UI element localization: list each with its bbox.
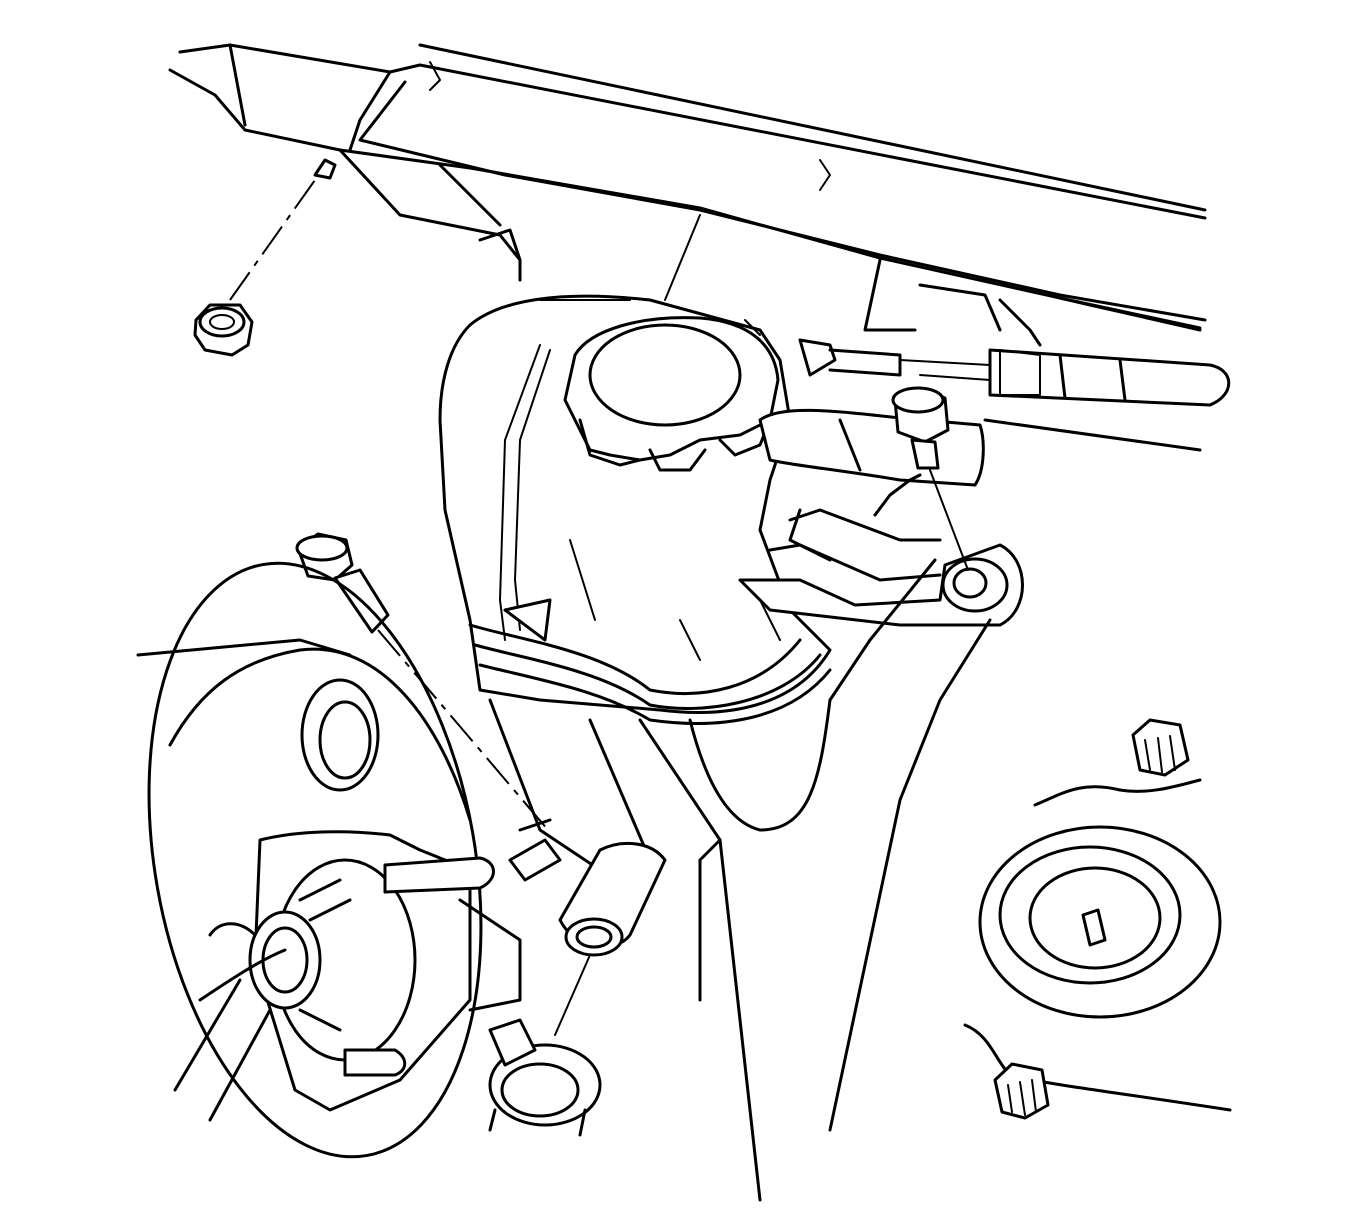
upper-coolant-hose xyxy=(760,340,1229,485)
engine-structure xyxy=(460,560,990,1200)
upper-frame-rail xyxy=(170,45,1205,330)
bracket-bolt xyxy=(893,388,968,570)
hose-clamp xyxy=(490,1020,600,1135)
fender-support-bracket xyxy=(340,150,1200,450)
fender-nut xyxy=(195,160,335,355)
mounting-bracket xyxy=(740,475,1023,625)
engine-mount xyxy=(965,780,1230,1110)
reservoir-cap xyxy=(565,318,778,470)
wheel-hub-assembly xyxy=(105,537,524,1183)
mount-stud-upper xyxy=(1133,720,1188,775)
lower-coolant-hose xyxy=(510,820,665,1035)
mount-stud-lower xyxy=(995,1064,1048,1118)
